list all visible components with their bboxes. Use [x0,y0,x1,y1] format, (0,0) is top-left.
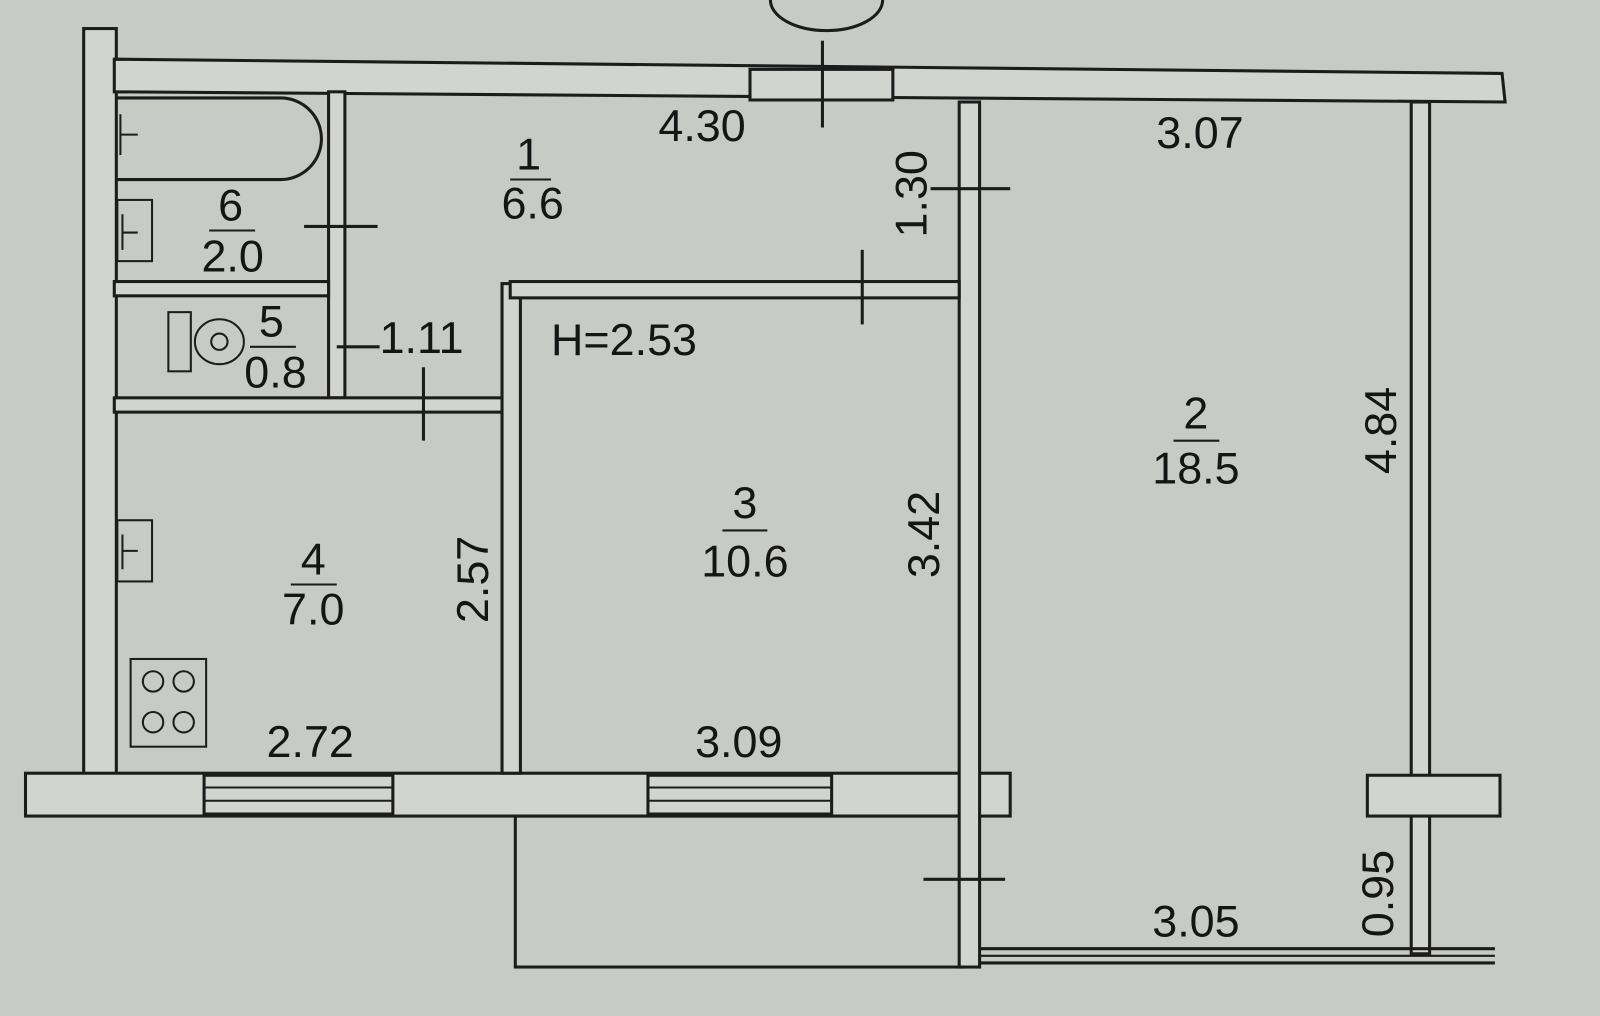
left-exterior-wall [82,27,118,777]
wall-corridor-kitchen [112,396,514,414]
dim-room2-length: 4.84 [1355,387,1406,474]
svg-text:3: 3 [732,477,757,528]
dim-room1-depth: 1.30 [886,150,937,237]
dim-room1-width: 4.30 [658,100,745,151]
bathtub-icon [117,96,323,182]
radiator-icon [116,114,154,583]
room-1-label: 1 6.6 [501,128,563,228]
svg-text:10.6: 10.6 [701,535,788,586]
balcony-rail [974,947,1495,965]
dim-room4-width: 2.72 [267,716,354,767]
bottom-window-room3 [646,773,834,816]
bottom-window-kitchen [202,773,395,816]
wall-bath-corridor [327,90,347,400]
svg-text:4: 4 [301,533,326,584]
stove-icon [129,657,208,748]
wall-kitchen-room3 [500,282,522,775]
right-bottom-wall [1365,773,1502,818]
svg-text:7.0: 7.0 [282,583,344,634]
svg-text:1: 1 [516,128,541,179]
room-2-label: 2 18.5 [1152,387,1239,493]
toilet-icon [167,311,245,373]
right-exterior-wall [1409,100,1432,956]
room-6-label: 6 2.0 [201,179,263,281]
ceiling-height: H=2.53 [551,314,697,365]
dim-room4-length: 2.57 [447,536,498,623]
dim-balcony-width: 3.05 [1152,895,1239,946]
bottom-exterior-wall [23,771,1012,818]
room-5-label: 5 0.8 [244,296,306,398]
balcony-left [513,814,966,969]
svg-text:5: 5 [259,296,284,347]
svg-text:2: 2 [1183,387,1208,438]
dim-balcony-depth: 0.95 [1352,850,1403,937]
wall-room3-room2 [957,100,982,969]
room-4-label: 4 7.0 [282,533,344,634]
dim-room3-width: 3.09 [695,716,782,767]
svg-text:18.5: 18.5 [1152,443,1239,494]
dim-room3-length: 3.42 [898,491,949,578]
door-ticks [304,187,1011,881]
room-3-label: 3 10.6 [701,477,788,586]
compass-circle [768,0,885,33]
svg-text:6.6: 6.6 [501,177,563,228]
svg-text:2.0: 2.0 [201,230,263,281]
wall-bath-toilet [112,280,331,298]
svg-text:0.8: 0.8 [244,347,306,398]
dim-room2-width: 3.07 [1156,107,1243,158]
svg-text:6: 6 [218,179,243,230]
dim-corridor: 1.11 [380,312,464,363]
wall-hall-room3 [508,280,961,300]
